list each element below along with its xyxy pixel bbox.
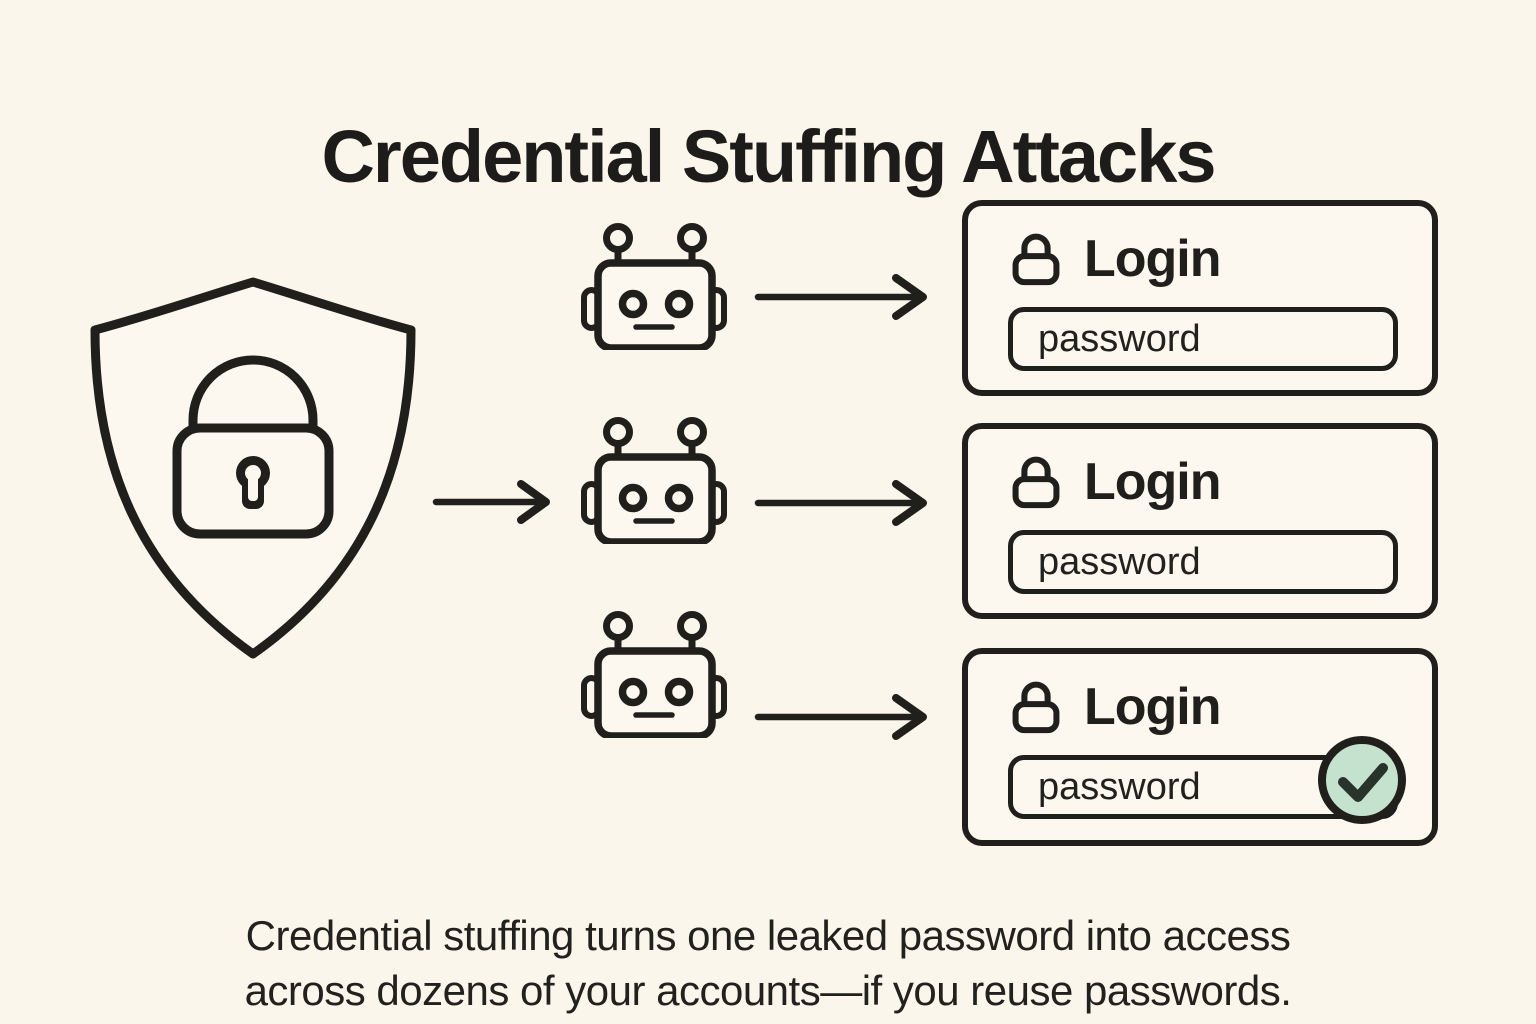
login-card: Login password [962,423,1438,619]
arrow-right-icon [754,693,932,741]
shield-lock-icon [86,272,420,664]
login-heading: Login [1084,453,1222,511]
caption: Credential stuffing turns one leaked pas… [0,908,1536,1019]
robot-icon [578,412,730,544]
arrow-right-icon [754,273,932,321]
padlock-icon [1010,676,1062,736]
robot-icon [578,218,730,350]
page-title: Credential Stuffing Attacks [321,114,1216,198]
padlock-icon [1010,451,1062,511]
arrow-right-icon [432,478,556,526]
illustrated-password-input: password [1008,307,1398,371]
caption-line-1: Credential stuffing turns one leaked pas… [245,912,1291,959]
login-heading: Login [1084,230,1222,288]
caption-line-2: across dozens of your accounts—if you re… [244,967,1292,1015]
padlock-icon [1010,228,1062,288]
robot-icon [578,606,730,738]
arrow-right-icon [754,479,932,527]
illustrated-password-input: password [1008,530,1398,594]
login-heading: Login [1084,678,1222,736]
login-card: Login password [962,648,1438,846]
check-circle-icon [1316,734,1408,826]
login-card: Login password [962,200,1438,396]
